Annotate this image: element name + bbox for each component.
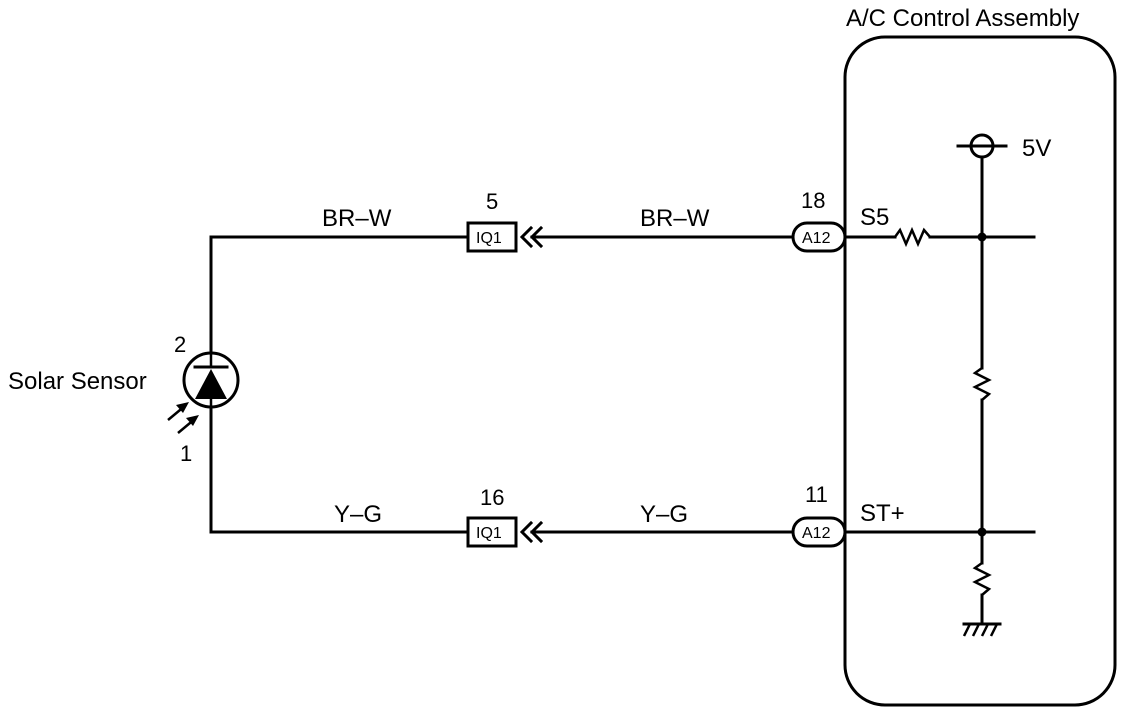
upper-wire-right-label: BR–W xyxy=(640,205,710,232)
sensor-label: Solar Sensor xyxy=(8,368,147,395)
upper-wire-left xyxy=(209,235,470,354)
solar-sensor: 2 Solar Sensor 1 xyxy=(8,332,240,466)
upper-iq1-box xyxy=(466,221,518,253)
upper-iq1-connector: 5 IQ1 xyxy=(466,189,544,253)
upper-terminal-label: S5 xyxy=(860,204,889,231)
lower-iq1-box xyxy=(466,516,518,548)
upper-iq1-code: IQ1 xyxy=(476,230,502,247)
upper-iq1-pin: 5 xyxy=(486,189,498,214)
assembly-title: A/C Control Assembly xyxy=(846,5,1079,32)
lower-iq1-code: IQ1 xyxy=(476,525,502,542)
lower-a12-pin: 11 xyxy=(805,482,828,507)
ground-icon xyxy=(962,622,1002,637)
ground-resistor-icon xyxy=(972,561,992,596)
lower-wire-right-label: Y–G xyxy=(640,501,688,528)
lower-a12-code: A12 xyxy=(802,525,831,542)
light-arrows-icon xyxy=(167,402,199,434)
lower-terminal-label: ST+ xyxy=(860,500,905,527)
upper-a12-connector: 18 A12 xyxy=(791,188,847,253)
sensor-pin-bottom: 1 xyxy=(180,441,192,466)
upper-a12-code: A12 xyxy=(802,230,831,247)
upper-a12-pin: 18 xyxy=(801,188,825,213)
lower-iq1-pin: 16 xyxy=(480,485,504,510)
photodiode-icon xyxy=(195,369,227,399)
lower-wire-left xyxy=(209,406,470,534)
supply-label: 5V xyxy=(1022,135,1051,162)
lower-wire-left-label: Y–G xyxy=(334,501,382,528)
middle-pullup-resistor-icon xyxy=(972,366,992,401)
sensor-pin-top: 2 xyxy=(174,332,186,357)
supply-5v: 5V xyxy=(956,133,1051,162)
upper-wire-left-label: BR–W xyxy=(322,205,392,232)
lower-a12-connector: 11 A12 xyxy=(791,482,847,548)
ac-control-assembly-box xyxy=(843,35,1117,707)
lower-iq1-connector: 16 IQ1 xyxy=(466,485,544,548)
upper-series-resistor-icon xyxy=(893,226,931,248)
